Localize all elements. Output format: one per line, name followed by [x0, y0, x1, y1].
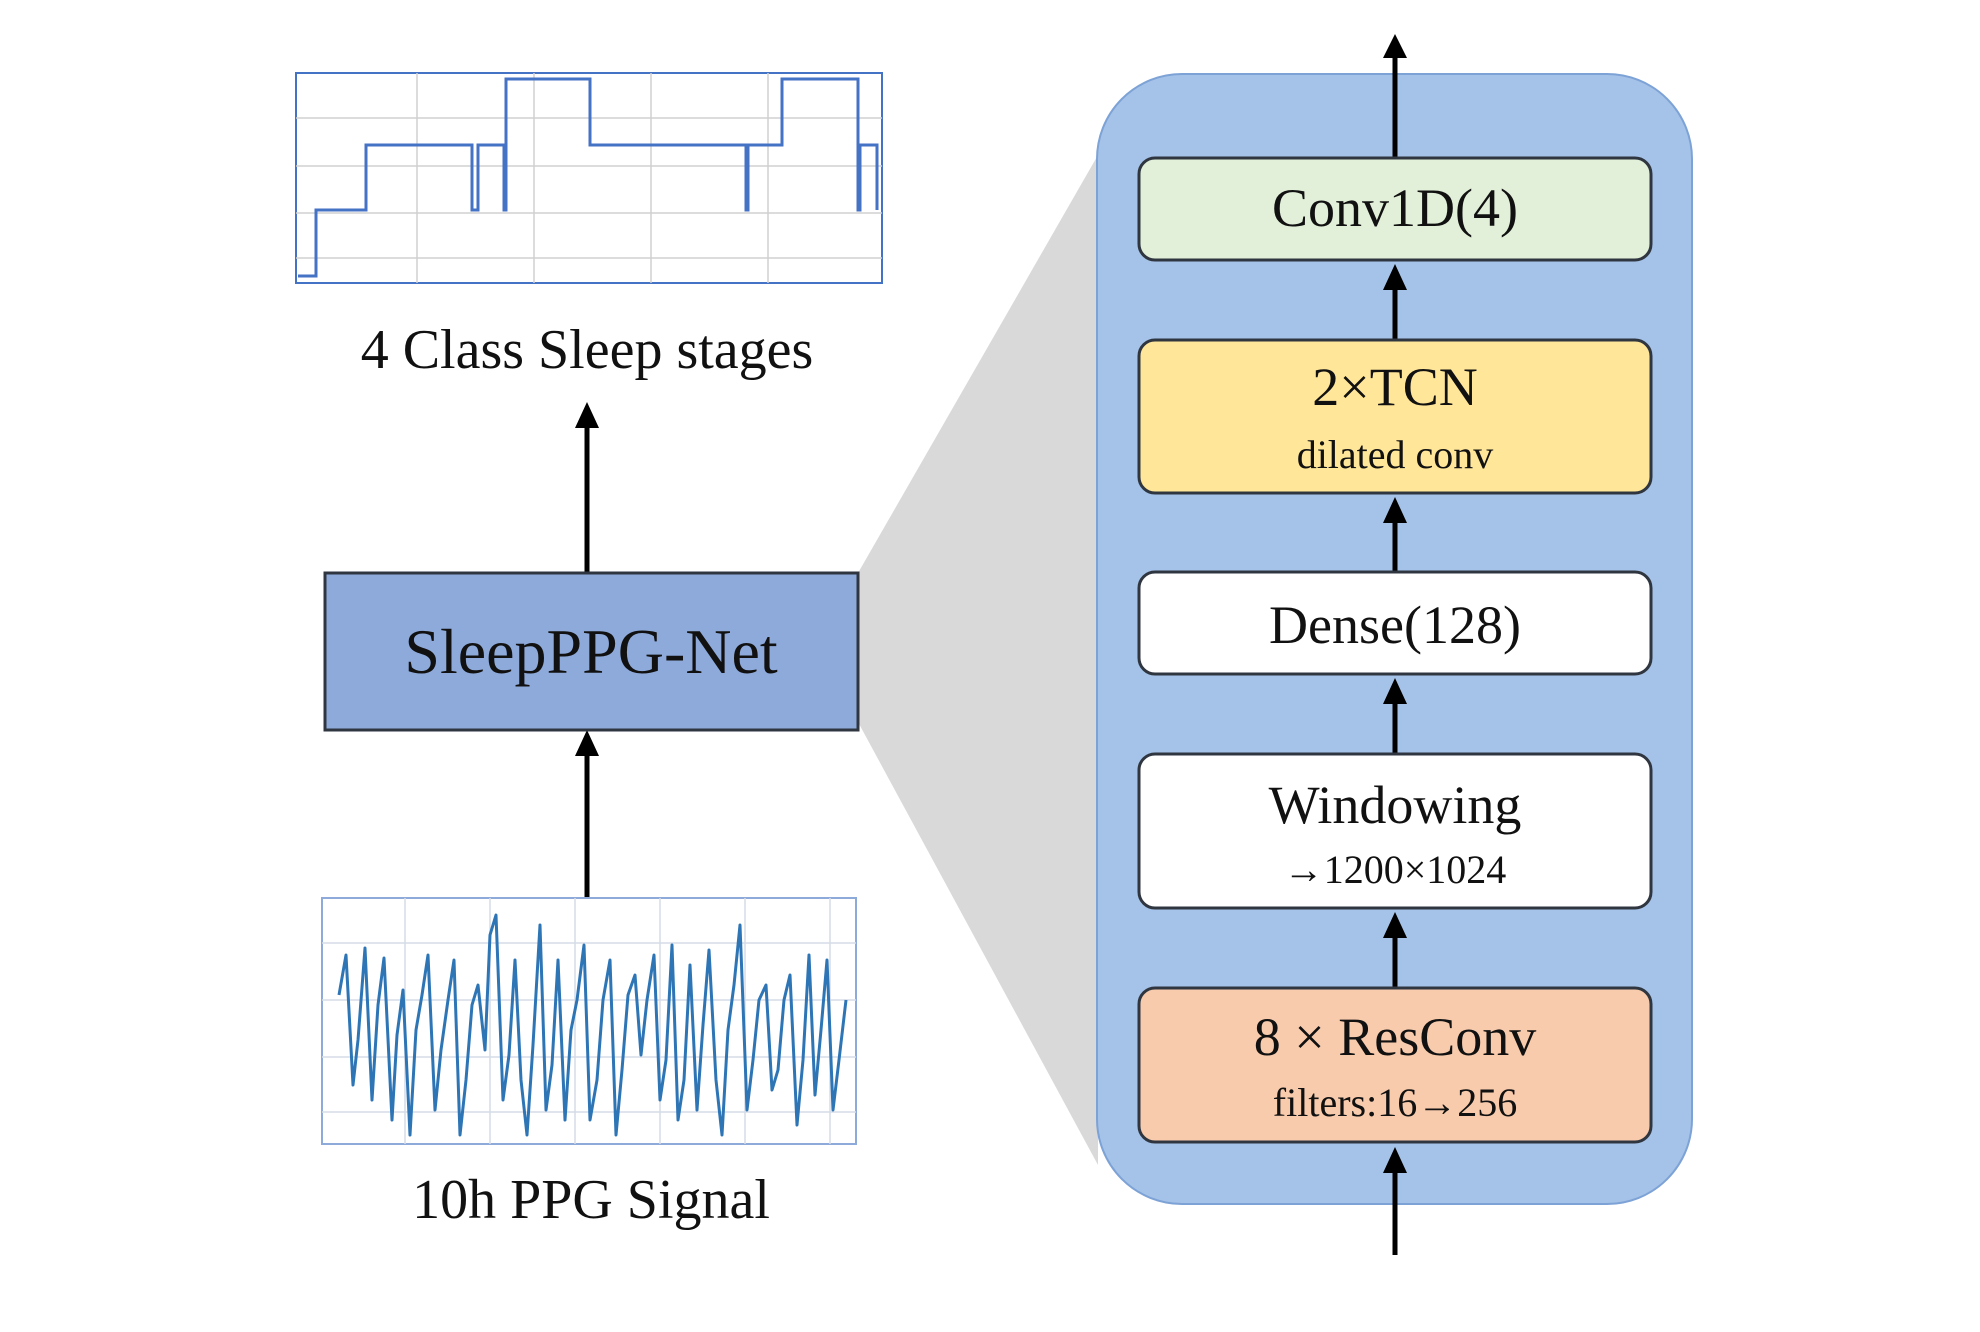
model-label: SleepPPG-Net [404, 616, 778, 687]
layer-windowing-title: Windowing [1269, 775, 1522, 835]
layer-tcn-title: 2×TCN [1312, 357, 1477, 417]
layer-dense-title: Dense(128) [1269, 595, 1521, 655]
layer-windowing: Windowing →1200×1024 [1137, 752, 1653, 910]
layer-resconv-title: 8 × ResConv [1254, 1007, 1536, 1067]
layer-tcn: 2×TCN dilated conv [1137, 338, 1653, 495]
ppg-trace [337, 913, 848, 1137]
layer-tcn-subtitle: dilated conv [1297, 432, 1494, 477]
model-box: SleepPPG-Net [323, 571, 860, 732]
layer-conv1d: Conv1D(4) [1137, 156, 1653, 262]
layer-dense: Dense(128) [1137, 570, 1653, 676]
layer-conv1d-title: Conv1D(4) [1272, 178, 1518, 238]
hypnogram-chart [295, 72, 883, 284]
hypnogram-trace [298, 77, 879, 278]
zoom-wedge [858, 155, 1098, 1165]
output-label: 4 Class Sleep stages [361, 319, 814, 381]
ppg-chart [321, 897, 857, 1145]
layer-resconv-subtitle: filters:16→256 [1273, 1080, 1517, 1125]
layer-resconv: 8 × ResConv filters:16→256 [1137, 986, 1653, 1144]
input-label: 10h PPG Signal [412, 1169, 770, 1231]
layer-windowing-subtitle: →1200×1024 [1284, 847, 1507, 892]
